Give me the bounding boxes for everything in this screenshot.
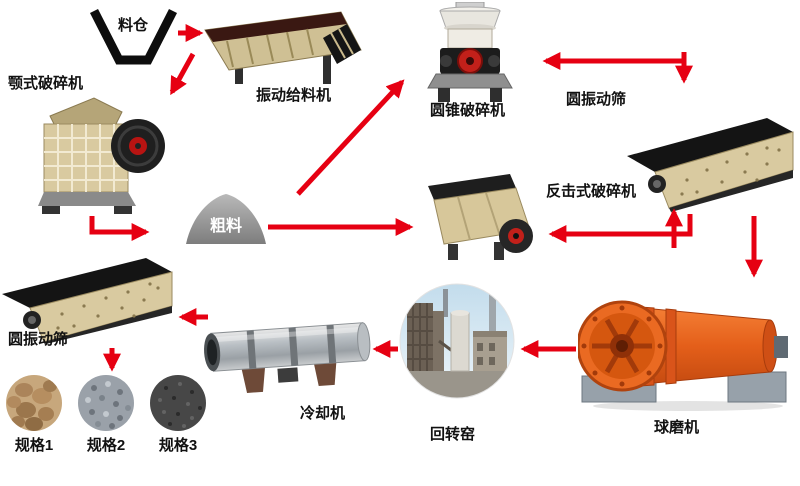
coarse-material-pile: [186, 194, 266, 244]
ball-mill-label: 球磨机: [654, 419, 700, 436]
ball-mill-illustration: [578, 300, 788, 411]
vibrating-feeder-illustration: [204, 11, 362, 84]
spec3-sample-image: [150, 375, 206, 431]
cooler-label: 冷却机: [300, 405, 346, 422]
product-samples: [6, 375, 206, 431]
hopper-illustration: [89, 8, 178, 65]
vibrating-screen-bottom-label: 圆振动筛: [8, 331, 69, 348]
arrow-screen-top-to-impact-crusher: [548, 214, 693, 243]
vibrating-screen-top-illustration: [627, 118, 794, 212]
spec1-sample-image: [6, 375, 62, 431]
vibrating-screen-bottom-illustration: [2, 258, 173, 344]
spec2-sample-image: [78, 375, 134, 431]
cone-crusher-illustration: [427, 2, 513, 102]
vibrating-screen-top-label: 圆振动筛: [566, 91, 627, 108]
impact-crusher-illustration: [428, 174, 533, 260]
impact-crusher-label: 反击式破碎机: [546, 183, 637, 200]
cone-crusher-label: 圆锥破碎机: [430, 102, 506, 119]
jaw-crusher-illustration: [38, 97, 165, 214]
spec2-label: 规格2: [86, 437, 126, 454]
rotary-kiln-photo: [399, 283, 515, 399]
arrow-jaw-crusher-to-coarse-material: [89, 216, 150, 241]
vibrating-feeder-label: 振动给料机: [256, 87, 332, 104]
jaw-crusher-label: 颚式破碎机: [8, 75, 84, 92]
rotary-kiln-label: 回转窑: [430, 426, 476, 443]
coarse-material-label: 粗料: [209, 218, 242, 235]
spec1-label: 规格1: [14, 437, 54, 454]
cooler-illustration: [204, 322, 371, 393]
hopper-label: 料仓: [118, 17, 149, 34]
spec3-label: 规格3: [158, 437, 198, 454]
